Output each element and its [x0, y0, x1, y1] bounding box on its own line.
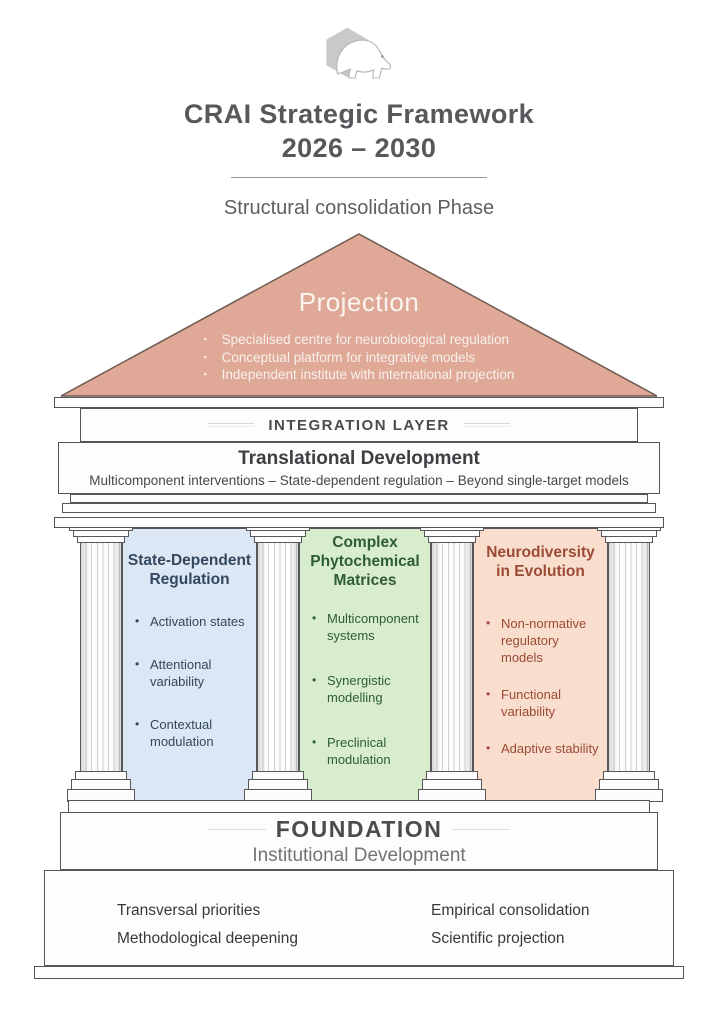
cornice-molding [62, 503, 656, 513]
dot-bullet-icon: • [312, 611, 317, 625]
bear-shape [336, 39, 392, 79]
roof-eave [54, 397, 664, 408]
pediment-bullet: ▪ Conceptual platform for integrative mo… [204, 349, 515, 367]
translational-development-box: Translational Development Multicomponent… [58, 442, 660, 494]
foundation-item: Methodological deepening [117, 930, 298, 947]
foundation-box: FOUNDATION Institutional Development [60, 812, 658, 870]
decorative-line [207, 828, 266, 830]
panel-bullet: • Functional variability [486, 686, 601, 720]
pediment-shape [60, 233, 658, 397]
dot-bullet-icon: • [135, 657, 140, 671]
pediment-bullet: ▪ Specialised centre for neurobiological… [204, 331, 515, 349]
foundation-item: Scientific projection [431, 930, 565, 947]
translational-subtitle: Multicomponent interventions – State-dep… [89, 473, 629, 488]
pediment-bullet-text: Conceptual platform for integrative mode… [221, 349, 476, 365]
panel-bullet-text: Multicomponent systems [327, 611, 419, 643]
foundation-plinth [34, 966, 684, 979]
panel-title: State-Dependent Regulation [127, 552, 252, 588]
pediment-bullet-text: Specialised centre for neurobiological r… [221, 332, 510, 347]
foundation-column-right: Empirical consolidation Scientific proje… [387, 897, 673, 965]
panel-bullet: • Activation states [135, 613, 250, 630]
decorative-line [463, 423, 510, 427]
panel-complex-phytochemical-matrices: Complex Phytochemical Matrices • Multico… [299, 528, 431, 802]
panel-neurodiversity-in-evolution: Neurodiversity in Evolution • Non-normat… [473, 528, 608, 802]
dot-bullet-icon: • [486, 687, 491, 701]
panel-bullet-text: Functional variability [501, 687, 561, 719]
decorative-line [452, 828, 511, 830]
square-bullet-icon: ▪ [203, 369, 207, 379]
panel-bullet-text: Adaptive stability [501, 741, 599, 756]
pediment-bullet-text: Independent institute with international… [221, 367, 515, 382]
column-4 [595, 523, 663, 802]
panel-bullet-list: • Multicomponent systems • Synergistic m… [300, 610, 430, 796]
panel-bullet: • Attentional variability [135, 656, 250, 690]
integration-layer-label: INTEGRATION LAYER [268, 416, 450, 434]
panel-bullet: • Preclinical modulation [312, 734, 424, 768]
column-shaft [431, 542, 473, 772]
panel-title: Neurodiversity in Evolution [486, 544, 595, 580]
panel-bullet-list: • Activation states • Attentional variab… [123, 613, 256, 776]
panel-bullet: • Multicomponent systems [312, 610, 424, 644]
column-shaft [80, 542, 122, 772]
column-1 [67, 523, 135, 802]
dot-bullet-icon: • [135, 717, 140, 731]
column-shaft [608, 542, 650, 772]
decorative-line [208, 423, 255, 427]
translational-title: Translational Development [238, 448, 480, 469]
phase-subtitle: Structural consolidation Phase [223, 197, 495, 219]
panel-bullet: • Adaptive stability [486, 740, 601, 757]
column-3 [418, 523, 486, 802]
panel-bullet: • Synergistic modelling [312, 672, 424, 706]
dot-bullet-icon: • [486, 616, 491, 630]
page-title: CRAI Strategic Framework [183, 99, 535, 129]
panel-bullet-text: Synergistic modelling [327, 673, 391, 705]
panel-bullet-text: Non-normative regulatory models [501, 616, 587, 665]
pediment-triangle [60, 233, 658, 397]
foundation-item: Transversal priorities [117, 902, 261, 919]
integration-layer-band: INTEGRATION LAYER [80, 408, 638, 442]
column-shaft [257, 542, 299, 772]
foundation-item: Empirical consolidation [431, 902, 590, 919]
panel-bullet-text: Attentional variability [150, 657, 212, 689]
panel-bullet-list: • Non-normative regulatory models • Func… [474, 615, 607, 777]
polar-bear-hexagon-logo [326, 27, 392, 79]
page-title-years: 2026 – 2030 [281, 133, 437, 163]
foundation-subtitle: Institutional Development [252, 844, 466, 866]
dot-bullet-icon: • [135, 614, 140, 628]
column-2 [244, 523, 312, 802]
panel-bullet-text: Preclinical modulation [327, 735, 391, 767]
cornice-molding [70, 494, 648, 503]
pediment-title: Projection [298, 287, 420, 317]
architrave-strip [54, 517, 664, 528]
pediment-bullet: ▪ Independent institute with internation… [204, 366, 515, 384]
panel-bullet: • Contextual modulation [135, 716, 250, 750]
header-divider [231, 177, 487, 178]
square-bullet-icon: ▪ [203, 334, 207, 344]
square-bullet-icon: ▪ [203, 351, 207, 362]
panel-bullet-text: Activation states [150, 614, 245, 629]
foundation-column-left: Transversal priorities Methodological de… [45, 897, 387, 965]
dot-bullet-icon: • [486, 741, 491, 755]
foundation-base-box: Transversal priorities Methodological de… [44, 870, 674, 966]
panel-bullet-text: Contextual modulation [150, 717, 214, 749]
foundation-label: FOUNDATION [275, 815, 443, 842]
panel-title: Complex Phytochemical Matrices [310, 534, 420, 589]
panel-bullet: • Non-normative regulatory models [486, 615, 601, 666]
dot-bullet-icon: • [312, 673, 317, 687]
dot-bullet-icon: • [312, 735, 317, 749]
panel-state-dependent-regulation: State-Dependent Regulation • Activation … [122, 528, 257, 802]
bear-eye [381, 55, 384, 58]
pediment-bullet-list: ▪ Specialised centre for neurobiological… [58, 331, 660, 384]
